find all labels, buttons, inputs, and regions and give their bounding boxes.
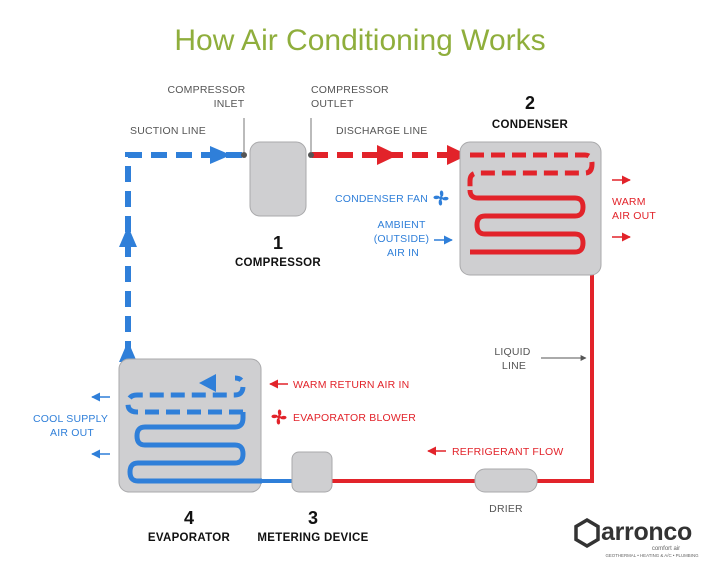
evaporator-flow-arrow: [199, 374, 216, 392]
discharge-line-label: DISCHARGE LINE: [336, 125, 428, 137]
drier-body: [474, 468, 538, 493]
warm-air-out-label: WARM AIR OUT: [612, 196, 656, 222]
ambient-air-label: AMBIENT (OUTSIDE) AIR IN: [374, 219, 433, 259]
metering-device-name: METERING DEVICE: [257, 532, 368, 544]
suction-arrow-right: [210, 146, 231, 164]
condenser-number: 2: [525, 93, 535, 113]
suction-line-path: [125, 152, 242, 382]
compressor-number: 1: [273, 233, 283, 253]
metering-device-body: [291, 451, 333, 493]
condenser-name: CONDENSER: [492, 119, 569, 131]
compressor-inlet-label: COMPRESSOR INLET: [168, 84, 249, 110]
logo-name: arronco: [601, 518, 692, 546]
suction-arrow-up-lower: [119, 341, 137, 362]
condenser-fan-label: CONDENSER FAN: [335, 193, 428, 205]
discharge-arrow-2: [447, 145, 468, 165]
drier-label: DRIER: [489, 503, 523, 515]
warm-return-air-label: WARM RETURN AIR IN: [293, 379, 409, 391]
compressor-outlet-label: COMPRESSOR OUTLET: [311, 84, 392, 110]
evaporator-dashed-coil: [125, 375, 246, 415]
arronco-logo: arronco comfort air GEOTHERMAL • HEATING…: [574, 517, 699, 558]
condenser-fan-icon: [433, 190, 449, 206]
suction-line-label: SUCTION LINE: [130, 125, 206, 137]
condenser-dashed-coil: [467, 152, 595, 190]
logo-tagline: comfort air: [652, 546, 680, 552]
discharge-arrow-1: [377, 145, 398, 165]
evaporator-blower-icon: [271, 409, 287, 425]
refrigerant-flow-label: REFRIGERANT FLOW: [452, 446, 564, 458]
compressor-name: COMPRESSOR: [235, 257, 321, 269]
cool-supply-air-label: COOL SUPPLY AIR OUT: [33, 413, 111, 439]
diagram-title: How Air Conditioning Works: [174, 24, 545, 57]
arronco-hex-icon: [574, 517, 600, 549]
evaporator-solid-coil: [127, 412, 262, 484]
liquid-line-label: LIQUID LINE: [494, 346, 533, 372]
condenser-body: [459, 141, 602, 276]
metering-device-number: 3: [308, 508, 318, 528]
logo-services: GEOTHERMAL • HEATING & A/C • PLUMBING: [605, 553, 699, 558]
evaporator-number: 4: [184, 508, 194, 528]
condenser-solid-coil: [467, 189, 586, 255]
compressor-outlet-dot: [308, 152, 314, 158]
suction-arrow-up-upper: [119, 226, 137, 247]
compressor-body: [249, 141, 307, 217]
evaporator-blower-label: EVAPORATOR BLOWER: [293, 412, 416, 424]
evaporator-name: EVAPORATOR: [148, 532, 231, 544]
compressor-inlet-dot: [241, 152, 247, 158]
